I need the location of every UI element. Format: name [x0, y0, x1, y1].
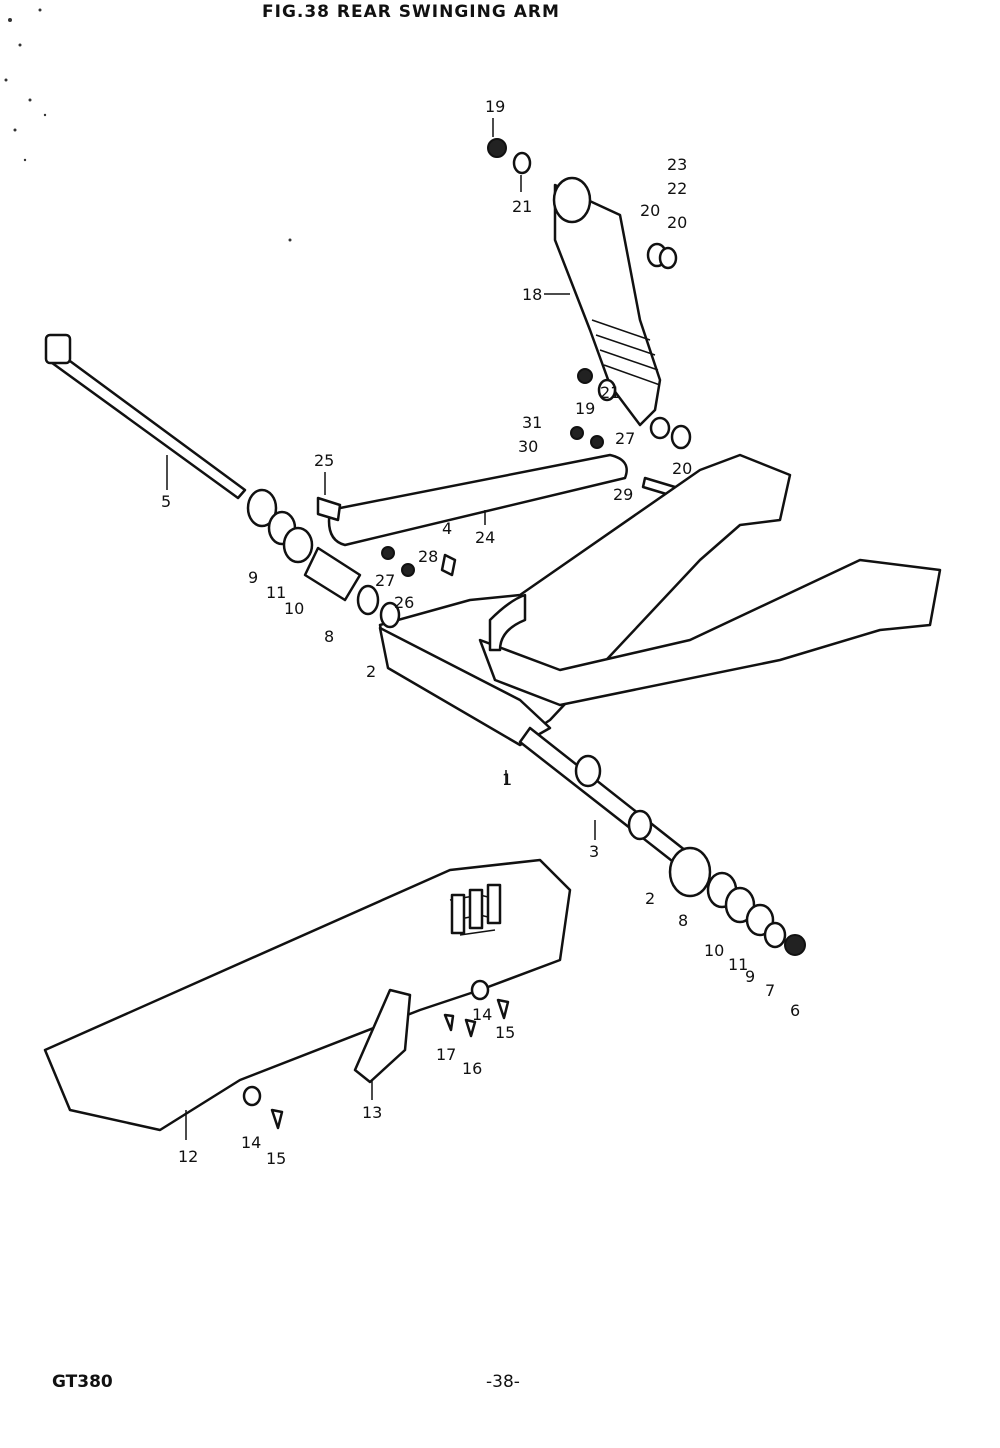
callout-2: 2 — [366, 662, 376, 681]
spacer-shaft — [518, 726, 806, 956]
callout-20b: 20 — [667, 213, 687, 232]
callout-14b: 14 — [241, 1133, 261, 1152]
figure-title: FIG.38 REAR SWINGING ARM — [262, 2, 560, 22]
callout-22: 22 — [667, 179, 687, 198]
callout-19b: 19 — [575, 399, 595, 418]
callout-7: 7 — [765, 981, 775, 1000]
callout-23: 23 — [667, 155, 687, 174]
callout-8: 8 — [324, 627, 334, 646]
callout-11b: 11 — [728, 955, 748, 974]
callout-27: 27 — [615, 429, 635, 448]
left-bushings — [246, 488, 457, 629]
chain-guard — [43, 858, 572, 1132]
callout-31: 31 — [522, 413, 542, 432]
callout-28: 28 — [418, 547, 438, 566]
callout-21: 21 — [512, 197, 532, 216]
callout-11: 11 — [266, 583, 286, 602]
callout-29: 29 — [613, 485, 633, 504]
callout-15b: 15 — [266, 1149, 286, 1168]
callout-labels: 19 21 23 22 20 20 18 19 21 31 30 27 20 2… — [161, 97, 800, 1168]
callout-9: 9 — [248, 568, 258, 587]
callout-19: 19 — [485, 97, 505, 116]
callout-30: 30 — [518, 437, 538, 456]
callout-20c: 20 — [672, 459, 692, 478]
callout-15: 15 — [495, 1023, 515, 1042]
scan-noise — [4, 8, 292, 242]
callout-21b: 21 — [600, 383, 620, 402]
callout-25: 25 — [314, 451, 334, 470]
torque-link — [316, 453, 628, 547]
callout-4: 4 — [442, 519, 452, 538]
callout-24: 24 — [475, 528, 495, 547]
swing-arm — [378, 453, 942, 747]
callout-14: 14 — [472, 1005, 492, 1024]
callout-16: 16 — [462, 1059, 482, 1078]
callout-10b: 10 — [704, 941, 724, 960]
model-label: GT380 — [52, 1372, 113, 1392]
callout-2b: 2 — [645, 889, 655, 908]
callout-18: 18 — [522, 285, 542, 304]
callout-27b: 27 — [375, 571, 395, 590]
callout-17: 17 — [436, 1045, 456, 1064]
pivot-shaft — [44, 333, 247, 500]
callout-13: 13 — [362, 1103, 382, 1122]
callout-3: 3 — [589, 842, 599, 861]
callout-12: 12 — [178, 1147, 198, 1166]
callout-6: 6 — [790, 1001, 800, 1020]
page-number: -38- — [486, 1372, 520, 1392]
callout-9b: 9 — [745, 967, 755, 986]
leader-lines — [166, 118, 596, 1140]
callout-5: 5 — [161, 492, 171, 511]
callout-10: 10 — [284, 599, 304, 618]
callout-20: 20 — [640, 201, 660, 220]
callout-1: 1 — [502, 770, 512, 789]
callout-8b: 8 — [678, 911, 688, 930]
callout-26: 26 — [394, 593, 414, 612]
